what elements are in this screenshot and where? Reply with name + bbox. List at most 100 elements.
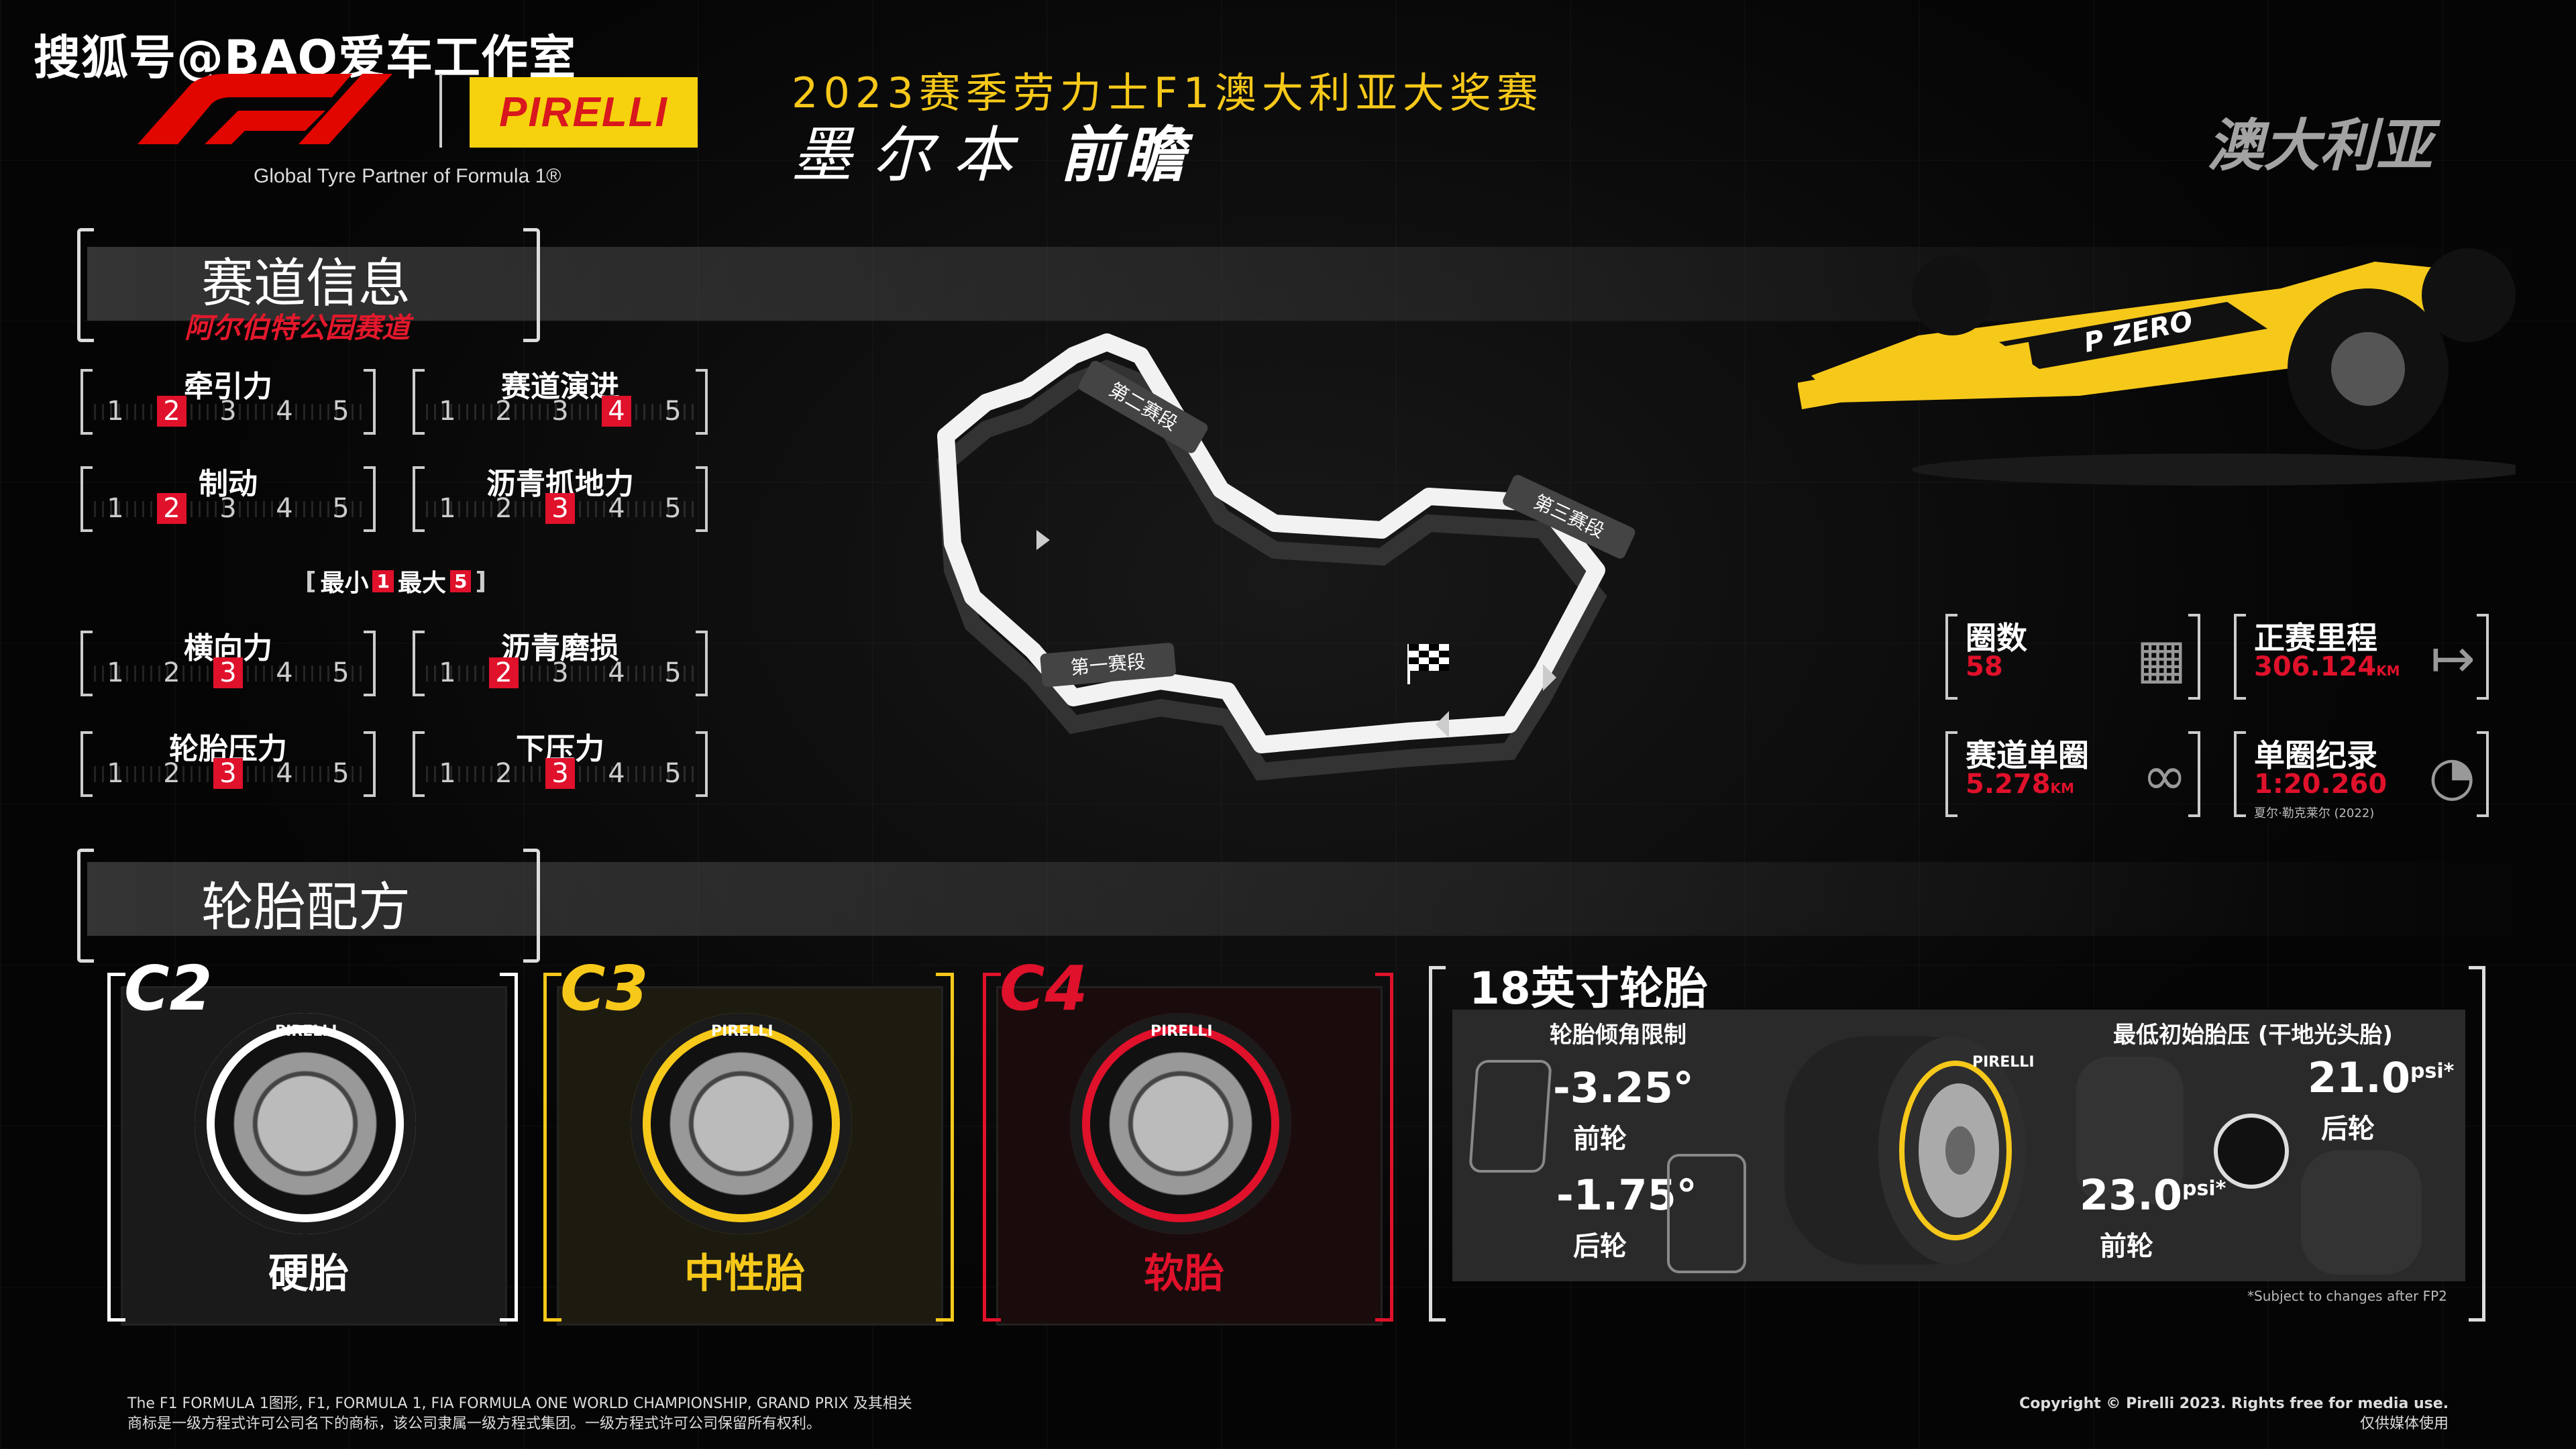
stat-bracket-right [2477,731,2489,817]
logo-separator [439,74,442,148]
tyre18-bracket-left [1429,966,1446,1322]
scale-step: 2 [157,493,186,524]
front-camber-tyre-icon [1468,1060,1552,1173]
legend-min-value: 1 [372,570,394,592]
scale-step: 4 [608,493,625,524]
scale-step: 4 [276,657,293,688]
f1-car-image: P ZERO [1798,248,2516,486]
pressure-note: *Subject to changes after FP2 [2247,1288,2447,1304]
checkered-flag-icon [1407,644,1449,684]
scale-step: 4 [608,758,625,789]
checkered-icon: ▦ [2136,627,2187,690]
stat-label: 圈数 [1966,620,2027,656]
metric-label: 赛道演进 [501,370,619,404]
pressure-gauge-icon [2214,1114,2289,1189]
section-bracket-right [523,849,540,963]
f1-logo-icon [138,74,392,144]
metric-bracket-right [364,731,376,797]
distance-arrow-icon: ↦ [2430,627,2475,690]
rear-camber-label: 后轮 [1573,1231,1627,1262]
circuit-info-title: 赛道信息 [201,254,411,314]
compound-bracket-left [543,973,561,1322]
stat-unit: KM [2376,663,2400,679]
scale-step: 3 [213,657,243,688]
scale-step: 5 [332,758,350,789]
scale-step: 3 [545,758,575,789]
scale-step: 3 [551,396,569,427]
direction-arrow-icon [1036,530,1050,550]
metric-bracket-left [80,731,93,797]
compound-bar [87,862,2536,936]
compound-bracket-right [500,973,518,1322]
stat-value: 306.124KM [2254,651,2400,682]
stat-bracket-left [2234,614,2246,700]
scale-step: 3 [545,493,575,524]
compound-bracket-right [1375,973,1393,1322]
scale-step: 2 [157,396,186,427]
metric-wave [94,501,362,517]
stat-number: 58 [1966,651,2003,682]
direction-arrow-icon [1436,711,1449,738]
metric-bracket-left [80,466,93,532]
section-bracket-left [77,228,94,342]
scale-step: 1 [439,657,456,688]
tyre18-image: PIRELLI [1784,1036,2035,1265]
scale-legend: [ 最小 1 最大 5 ] [305,564,486,598]
scale-step: 3 [551,657,569,688]
stat-bracket-right [2188,731,2200,817]
compound-code: C4 [1000,953,1088,1024]
scale-step: 5 [664,657,682,688]
track-outline-shadow [936,359,1607,781]
stat-bracket-left [1945,614,1957,700]
compound-bracket-left [107,973,125,1322]
compound-title: 轮胎配方 [201,877,411,938]
sector-1-label: 第一赛段 [1040,643,1176,688]
front-pressure-tyre-icon [2076,1057,2184,1204]
metric-bracket-left [413,369,425,435]
compound-tyre-icon [1070,1013,1291,1234]
scale-step: 5 [332,396,350,427]
stat-value: 58 [1966,651,2003,682]
rear-pressure-value: 21.0psi* [2308,1053,2454,1102]
metric-bracket-right [696,369,708,435]
stat-bracket-left [2234,731,2246,817]
scale-step: 4 [276,758,293,789]
compound-tyre-icon [631,1013,852,1234]
metric-bracket-left [413,731,425,797]
stat-number: 306.124 [2254,651,2377,682]
scale-step: 2 [163,758,180,789]
circuit-name: 阿尔伯特公园赛道 [184,311,411,344]
scale-step: 5 [664,493,682,524]
scale-step: 4 [608,657,625,688]
compound-name: 软胎 [1144,1250,1224,1297]
metric-scale: 1 2 3 4 5 [433,657,688,688]
scale-step: 5 [332,493,350,524]
scale-step: 2 [489,657,519,688]
track-map: 第一赛段 第二赛段 第三赛段 [936,333,1635,781]
compound-tyre-brand: PIRELLI [275,1023,337,1040]
legend-bracket-close: ] [475,567,486,595]
stat-number: 1:20.260 [2254,769,2387,800]
legend-max-value: 5 [449,570,472,592]
compound-tyre-brand: PIRELLI [1150,1023,1213,1040]
pressure-title: 最低初始胎压 (干地光头胎) [2113,1022,2393,1049]
stat-number: 5.278 [1966,769,2051,800]
front-pressure-unit: psi* [2182,1177,2226,1201]
stat-label: 正赛里程 [2254,620,2377,656]
preview-label: 前瞻 [1060,120,1189,191]
footer-copyright-line2: 仅供媒体使用 [2359,1415,2449,1432]
city-title: 墨尔本前瞻 [792,106,1189,193]
metric-bracket-right [696,466,708,532]
scale-step: 5 [664,758,682,789]
